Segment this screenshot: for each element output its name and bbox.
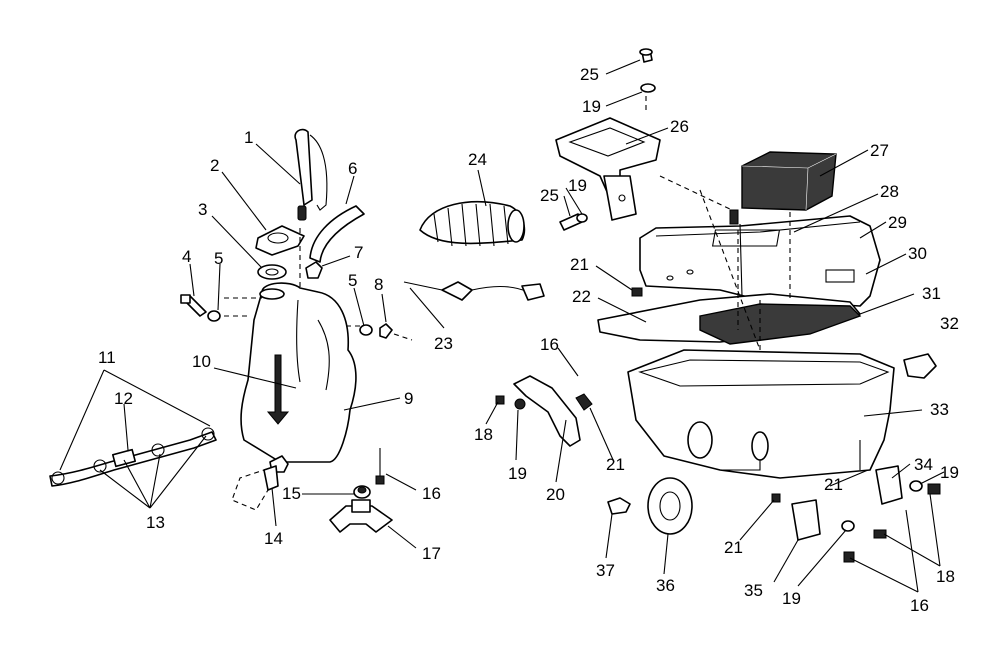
callout-2: 2	[210, 156, 219, 175]
callout-27: 27	[870, 141, 889, 160]
callout-11: 11	[98, 348, 116, 367]
washer	[207, 310, 221, 322]
callout-17: 17	[422, 544, 441, 563]
cap-gasket	[257, 264, 287, 280]
callout-25a: 25	[580, 65, 599, 84]
callout-19d: 19	[940, 463, 959, 482]
grommet-large	[647, 477, 693, 535]
vent-hose	[309, 205, 365, 263]
callout-19a: 19	[582, 97, 601, 116]
callout-21b: 21	[606, 455, 625, 474]
air-box-assembly	[403, 48, 941, 563]
fuel-cap-strap	[294, 128, 313, 206]
callout-18a: 18	[474, 425, 493, 444]
callout-32: 32	[940, 314, 959, 333]
callout-labels: 1 2 3 4 5 5 6 7 8 9 10 11 12 13 14 15 16…	[98, 65, 959, 615]
callout-31: 31	[922, 284, 941, 303]
callout-9: 9	[404, 389, 413, 408]
callout-33: 33	[930, 400, 949, 419]
foam-filter-element	[741, 151, 837, 211]
callout-15: 15	[282, 484, 301, 503]
callout-36: 36	[656, 576, 675, 595]
callout-6: 6	[348, 159, 357, 178]
callout-21a: 21	[570, 255, 589, 274]
callout-12: 12	[114, 389, 133, 408]
nut	[379, 323, 393, 339]
hose-clamps	[51, 471, 65, 485]
callout-13: 13	[146, 513, 165, 532]
callout-37: 37	[596, 561, 615, 580]
callout-16c: 16	[910, 596, 929, 615]
callout-16b: 16	[540, 335, 559, 354]
callout-25b: 25	[540, 186, 559, 205]
callout-19e: 19	[782, 589, 801, 608]
callout-16a: 16	[422, 484, 441, 503]
callout-1: 1	[244, 128, 253, 147]
callout-29: 29	[888, 213, 907, 232]
callout-3: 3	[198, 200, 207, 219]
fuel-tank-assembly	[49, 128, 413, 533]
callout-19c: 19	[508, 464, 527, 483]
clip	[903, 353, 937, 379]
callout-10: 10	[192, 352, 211, 371]
callout-30: 30	[908, 244, 927, 263]
callout-14: 14	[264, 529, 283, 548]
callout-4: 4	[182, 247, 191, 266]
callout-24: 24	[468, 150, 487, 169]
callout-5: 5	[214, 249, 223, 268]
callout-28: 28	[880, 182, 899, 201]
callout-21c: 21	[824, 475, 843, 494]
callout-21d: 21	[724, 538, 743, 557]
callout-35: 35	[744, 581, 763, 600]
callout-19b: 19	[568, 176, 587, 195]
callout-22: 22	[572, 287, 591, 306]
callout-20: 20	[546, 485, 565, 504]
callout-34: 34	[914, 455, 933, 474]
fuel-level-arrow	[266, 354, 290, 425]
callout-26: 26	[670, 117, 689, 136]
callout-8: 8	[374, 275, 383, 294]
filler-cap	[255, 225, 305, 256]
leader-lines	[59, 59, 945, 593]
callout-23: 23	[434, 334, 453, 353]
callout-7: 7	[354, 243, 363, 262]
callout-5b: 5	[348, 271, 357, 290]
callout-18b: 18	[936, 567, 955, 586]
